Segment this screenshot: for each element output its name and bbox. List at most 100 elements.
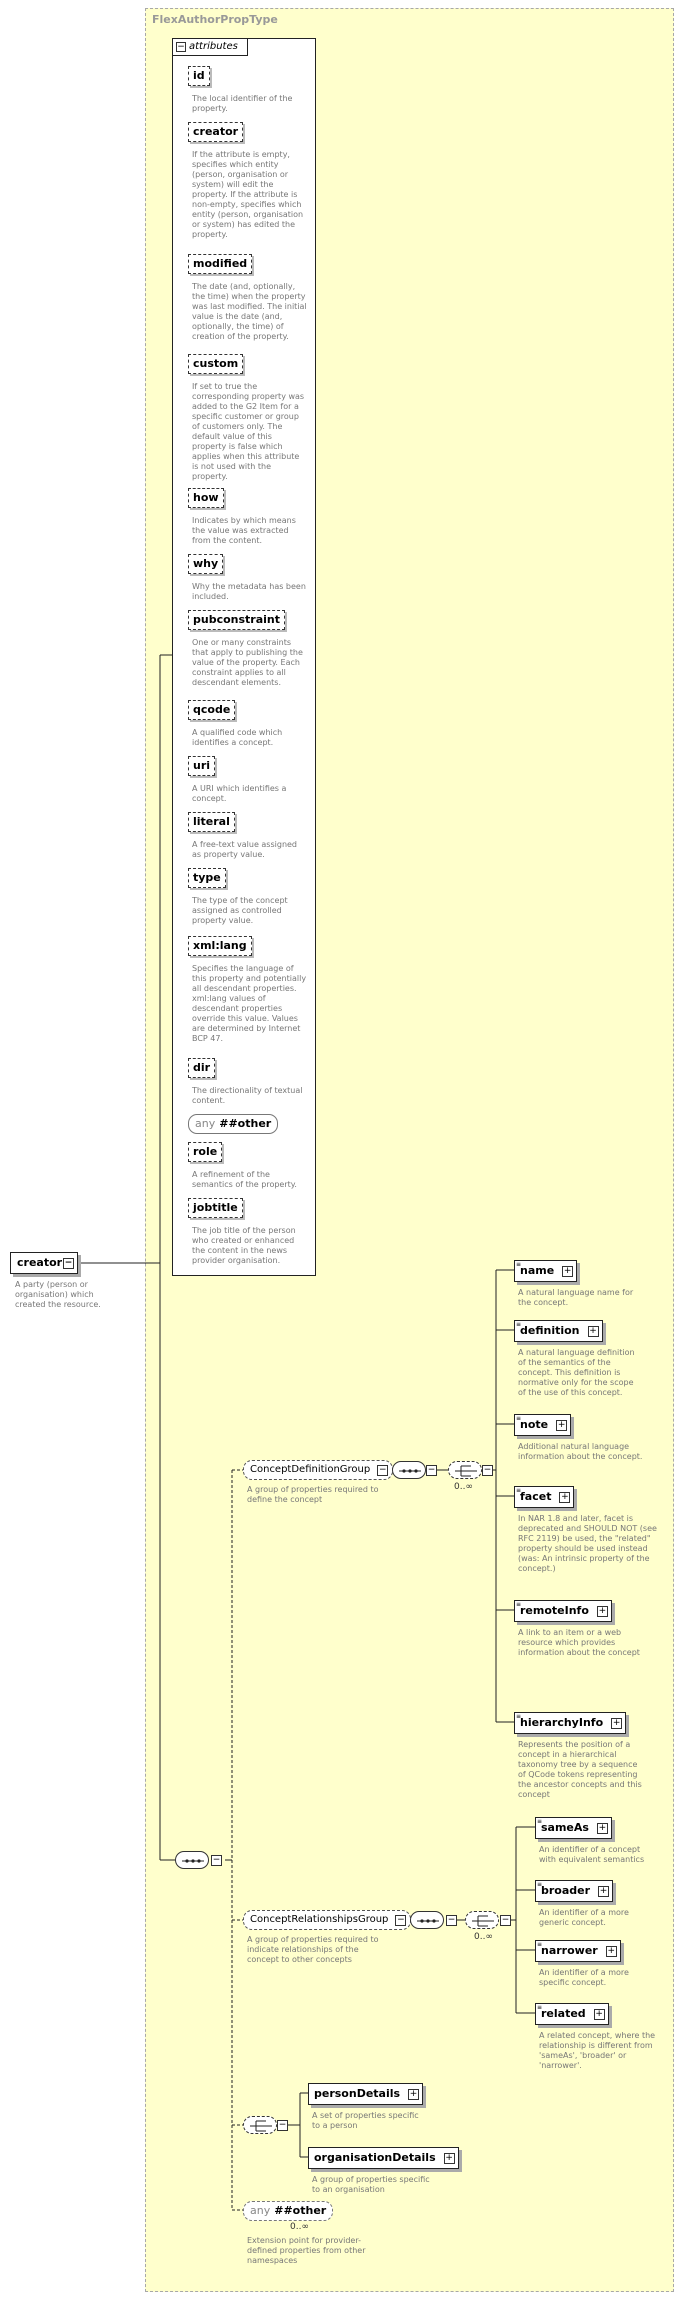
element-label: sameAs — [541, 1821, 589, 1834]
attribute-description: Specifies the language of this property … — [192, 964, 307, 1043]
element-hierarchy-info[interactable]: ≡hierarchyInfo + — [514, 1712, 627, 1734]
collapse-icon[interactable]: − — [63, 1258, 74, 1269]
root-description: A party (person or organisation) which c… — [15, 1280, 101, 1309]
doc-mark-icon: ≡ — [516, 1601, 522, 1608]
element-label: note — [520, 1418, 549, 1431]
choice-compositor-icon[interactable] — [465, 1911, 499, 1929]
element-same-as[interactable]: ≡sameAs+ — [535, 1817, 612, 1839]
element-facet[interactable]: ≡facet + — [514, 1486, 575, 1508]
concept-definition-group[interactable]: ConceptDefinitionGroup − — [243, 1460, 394, 1480]
collapse-icon[interactable]: − — [482, 1465, 493, 1476]
attribute-qcode[interactable]: qcode — [188, 700, 236, 720]
sequence-compositor-icon[interactable] — [175, 1851, 209, 1869]
sequence-compositor-icon[interactable] — [392, 1461, 426, 1479]
doc-mark-icon: ≡ — [516, 1321, 522, 1328]
expand-icon[interactable]: + — [559, 1492, 571, 1503]
element-label: broader — [541, 1884, 591, 1897]
attribute-id[interactable]: id — [188, 66, 210, 86]
collapse-attributes-icon[interactable]: − — [176, 42, 186, 52]
type-name: FlexAuthorPropType — [152, 13, 278, 26]
element-description: An identifier of a more generic concept. — [539, 1908, 629, 1927]
attribute-description: The local identifier of the property. — [192, 94, 293, 113]
attribute-jobtitle[interactable]: jobtitle — [188, 1198, 243, 1218]
attribute-description: If the attribute is empty, specifies whi… — [192, 150, 304, 239]
any-label: any — [195, 1117, 216, 1130]
choice-compositor-icon[interactable] — [243, 2116, 277, 2134]
element-narrower[interactable]: ≡narrower+ — [535, 1940, 621, 1962]
attribute-literal[interactable]: literal — [188, 812, 235, 832]
element-description: A group of properties specific to an org… — [312, 2175, 430, 2194]
doc-mark-icon: ≡ — [516, 1713, 522, 1720]
expand-icon[interactable]: + — [587, 1326, 599, 1337]
element-related[interactable]: ≡related+ — [535, 2003, 609, 2025]
attribute-custom[interactable]: custom — [188, 354, 244, 374]
element-description: A natural language definition of the sem… — [518, 1348, 635, 1397]
expand-icon[interactable]: + — [562, 1266, 574, 1277]
occurrence-label: 0..∞ — [474, 1932, 493, 1942]
any-value: ##other — [274, 2204, 327, 2217]
element-label: definition — [520, 1324, 580, 1337]
doc-mark-icon: ≡ — [516, 1487, 522, 1494]
element-description: Represents the position of a concept in … — [518, 1740, 642, 1799]
choice-compositor-icon[interactable] — [448, 1461, 482, 1479]
element-label: hierarchyInfo — [520, 1716, 604, 1729]
element-label: facet — [520, 1490, 552, 1503]
expand-icon[interactable]: − — [395, 1915, 407, 1926]
element-any-other[interactable]: any##other — [243, 2201, 334, 2221]
group-description: A group of properties required to indica… — [247, 1935, 379, 1964]
expand-icon[interactable]: + — [611, 1718, 623, 1729]
attribute-role[interactable]: role — [188, 1142, 223, 1162]
attribute-xml-lang[interactable]: xml:lang — [188, 936, 252, 956]
any-value: ##other — [219, 1117, 272, 1130]
collapse-icon[interactable]: − — [446, 1915, 457, 1926]
attributes-header[interactable]: − attributes — [172, 38, 248, 56]
expand-icon[interactable]: + — [556, 1420, 568, 1431]
expand-icon[interactable]: + — [598, 1886, 610, 1897]
attribute-modified[interactable]: modified — [188, 254, 253, 274]
root-element-creator[interactable]: creator − — [10, 1252, 78, 1274]
attribute-dir[interactable]: dir — [188, 1058, 216, 1078]
attribute-description: A URI which identifies a concept. — [192, 784, 287, 803]
group-label: ConceptRelationshipsGroup — [250, 1914, 389, 1925]
element-description: An identifier of a more specific concept… — [539, 1968, 629, 1987]
expand-icon[interactable]: + — [596, 1606, 608, 1617]
element-person-details[interactable]: personDetails + — [308, 2083, 424, 2105]
element-name[interactable]: ≡name+ — [514, 1260, 578, 1282]
attribute-how[interactable]: how — [188, 488, 224, 508]
element-description: Additional natural language information … — [518, 1442, 643, 1461]
expand-icon[interactable]: + — [605, 1946, 617, 1957]
collapse-icon[interactable]: − — [426, 1465, 437, 1476]
occurrence-label: 0..∞ — [290, 2222, 309, 2232]
concept-relationships-group[interactable]: ConceptRelationshipsGroup − — [243, 1910, 412, 1930]
element-note[interactable]: ≡note+ — [514, 1414, 572, 1436]
element-remote-info[interactable]: ≡remoteInfo+ — [514, 1600, 612, 1622]
attribute-type[interactable]: type — [188, 868, 226, 888]
expand-icon[interactable]: + — [408, 2089, 420, 2100]
attribute-uri[interactable]: uri — [188, 756, 216, 776]
collapse-icon[interactable]: − — [211, 1855, 222, 1866]
doc-mark-icon: ≡ — [537, 2004, 543, 2011]
attribute-description: The type of the concept assigned as cont… — [192, 896, 288, 925]
attribute-description: Why the metadata has been included. — [192, 582, 306, 601]
attribute-creator[interactable]: creator — [188, 122, 244, 142]
expand-icon[interactable]: + — [596, 1823, 608, 1834]
collapse-icon[interactable]: − — [277, 2120, 288, 2131]
doc-mark-icon: ≡ — [516, 1261, 522, 1268]
group-description: A group of properties required to define… — [247, 1485, 379, 1504]
element-label: organisationDetails — [314, 2151, 436, 2164]
attribute-description: If set to true the corresponding propert… — [192, 382, 305, 481]
element-description: An identifier of a concept with equivale… — [539, 1845, 645, 1864]
attribute-why[interactable]: why — [188, 554, 224, 574]
expand-icon[interactable]: + — [593, 2009, 605, 2020]
element-label: personDetails — [314, 2087, 401, 2100]
attribute-any-other[interactable]: any##other — [188, 1114, 279, 1134]
expand-icon[interactable]: + — [443, 2153, 455, 2164]
expand-icon[interactable]: − — [377, 1465, 389, 1476]
element-definition[interactable]: ≡definition + — [514, 1320, 603, 1342]
collapse-icon[interactable]: − — [500, 1915, 511, 1926]
element-organisation-details[interactable]: organisationDetails + — [308, 2147, 459, 2169]
sequence-compositor-icon[interactable] — [410, 1911, 444, 1929]
attribute-description: A qualified code which identifies a conc… — [192, 728, 283, 747]
attribute-pubconstraint[interactable]: pubconstraint — [188, 610, 286, 630]
element-broader[interactable]: ≡broader+ — [535, 1880, 614, 1902]
